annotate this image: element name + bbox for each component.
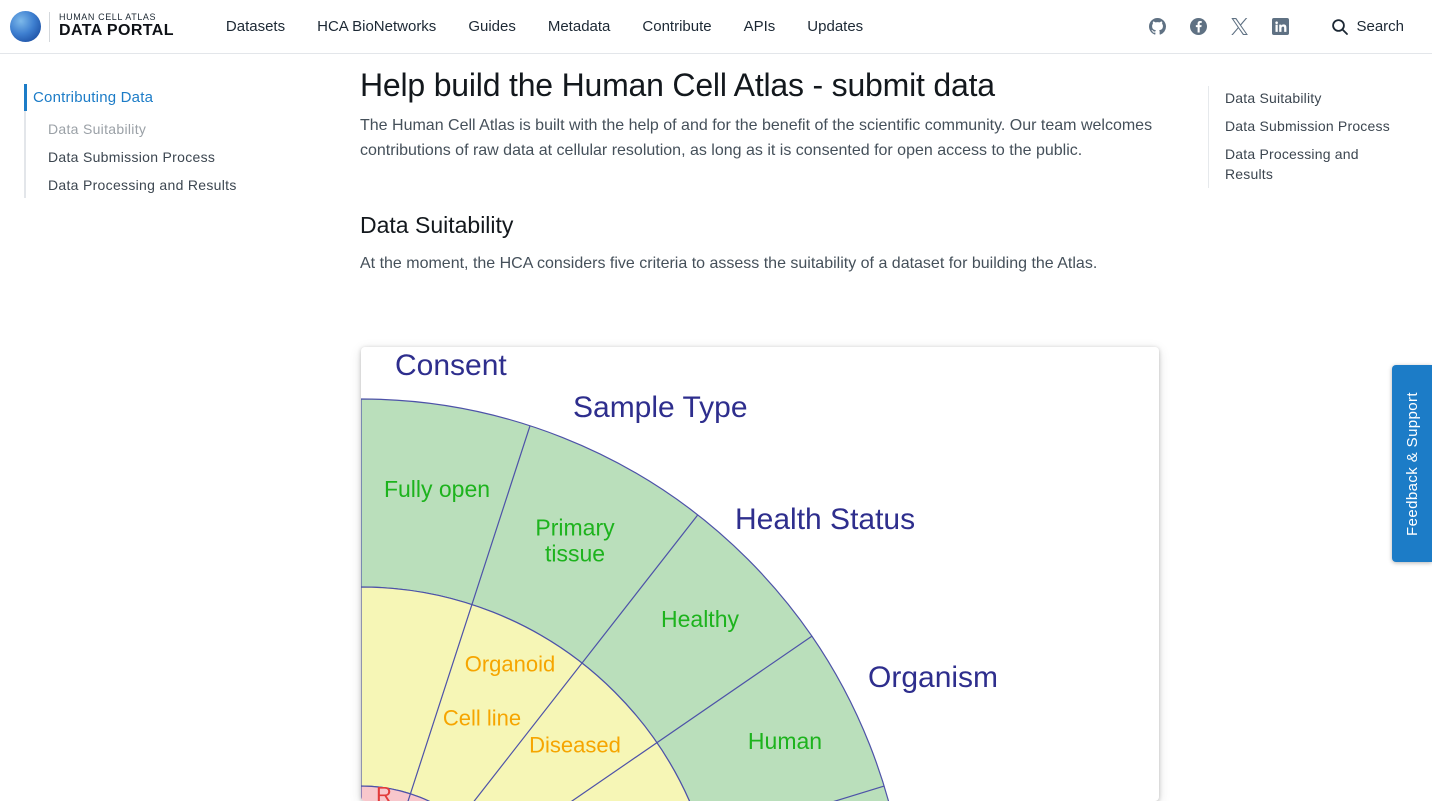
logo-line1: HUMAN CELL ATLAS	[59, 12, 157, 23]
page-title: Help build the Human Cell Atlas - submit…	[360, 67, 995, 103]
nav-datasets[interactable]: Datasets	[225, 18, 286, 35]
divider-sample-type-health-status	[473, 514, 699, 801]
intro-paragraph: The Human Cell Atlas is built with the h…	[360, 117, 1153, 159]
outline-item-data-processing-results[interactable]: Data Processing and Results	[1225, 146, 1359, 182]
outline-item-data-suitability[interactable]: Data Suitability	[1225, 90, 1322, 106]
nav-apis[interactable]: APIs	[743, 18, 776, 35]
search-button[interactable]: Search	[1331, 18, 1404, 36]
segment-label-fully-open: Fully open	[383, 476, 491, 503]
sidebar-item-contributing-data[interactable]: Contributing Data	[33, 89, 154, 106]
left-nav-active-indicator	[24, 84, 27, 111]
divider-health-status-organism	[570, 635, 813, 801]
data-suitability-figure: Consent Sample Type Health Status Organi…	[361, 347, 1159, 801]
linkedin-icon[interactable]	[1272, 18, 1290, 35]
facebook-icon[interactable]	[1190, 18, 1208, 35]
segment-label-human: Human	[747, 728, 823, 755]
search-label: Search	[1356, 18, 1404, 35]
outline-rail	[1208, 86, 1209, 188]
nav-hca-bionetworks[interactable]: HCA BioNetworks	[317, 18, 437, 35]
sidebar-item-data-suitability[interactable]: Data Suitability	[48, 121, 147, 137]
category-label-sample-type: Sample Type	[573, 391, 748, 424]
category-label-organism: Organism	[868, 661, 999, 694]
feedback-support-label: Feedback & Support	[1403, 391, 1421, 536]
divider-consent-sample-type	[407, 425, 531, 801]
ring-unsuitable	[361, 785, 430, 801]
hca-logo[interactable]: HUMAN CELL ATLAS DATA PORTAL	[10, 11, 174, 42]
section-heading-data-suitability: Data Suitability	[360, 212, 514, 238]
nav-contribute[interactable]: Contribute	[642, 18, 712, 35]
nav-guides[interactable]: Guides	[468, 18, 516, 35]
logo-text: HUMAN CELL ATLAS DATA PORTAL	[59, 12, 174, 39]
header: HUMAN CELL ATLAS DATA PORTAL Datasets HC…	[0, 0, 1432, 54]
search-icon	[1332, 18, 1349, 35]
section-paragraph: At the moment, the HCA considers five cr…	[360, 255, 1098, 272]
outline-item-data-submission-process[interactable]: Data Submission Process	[1225, 118, 1390, 134]
segment-label-primary-tissue: Primary tissue	[535, 514, 615, 566]
segment-label-cell-line: Cell line	[442, 705, 522, 731]
segment-label-restricted-fragment: R	[376, 782, 392, 801]
ring-conditional	[361, 586, 690, 801]
left-nav-rail	[24, 84, 26, 198]
hca-globe-icon	[10, 11, 41, 42]
header-right: Search	[1149, 18, 1404, 36]
segment-label-healthy: Healthy	[661, 606, 739, 633]
nav-updates[interactable]: Updates	[807, 18, 864, 35]
logo-divider	[49, 11, 50, 42]
sidebar-item-data-submission-process[interactable]: Data Submission Process	[48, 149, 216, 165]
main-nav: Datasets HCA BioNetworks Guides Metadata…	[226, 18, 863, 35]
category-label-consent: Consent	[395, 349, 507, 382]
sidebar-item-data-processing-results[interactable]: Data Processing and Results	[48, 177, 237, 193]
segment-label-diseased: Diseased	[529, 732, 621, 758]
category-label-health-status: Health Status	[735, 503, 916, 536]
nav-metadata[interactable]: Metadata	[547, 18, 611, 35]
sunburst-chart	[361, 398, 889, 801]
x-twitter-icon[interactable]	[1231, 18, 1249, 35]
feedback-support-button[interactable]: Feedback & Support	[1392, 365, 1432, 562]
github-icon[interactable]	[1149, 18, 1167, 35]
logo-line2: DATA PORTAL	[59, 21, 174, 39]
segment-label-organoid: Organoid	[464, 651, 556, 677]
